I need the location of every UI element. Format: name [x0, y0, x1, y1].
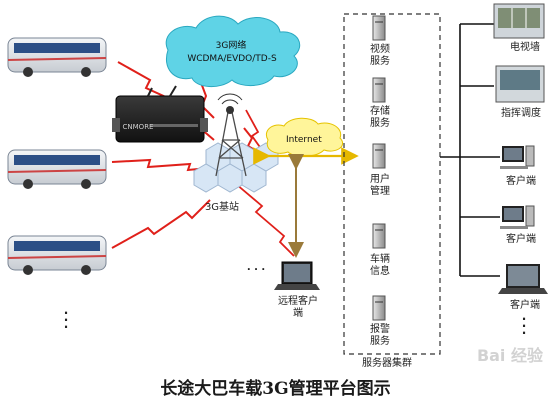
- endpoint-label-dispatch: 指挥调度: [501, 108, 541, 119]
- remote-dots: . . .: [246, 262, 266, 273]
- server-label-vehicle: 车辆 信息: [370, 254, 390, 277]
- client-more-dots: · · ·: [521, 312, 527, 340]
- bus-2: [7, 149, 107, 189]
- device-brand: CNMORE: [122, 123, 154, 131]
- remote-client-laptop: [274, 261, 320, 290]
- server-icons: [372, 15, 386, 321]
- server-label-video: 视频 服务: [370, 44, 390, 67]
- client-laptop-icon: [498, 264, 548, 294]
- client-computer-icon: [500, 205, 535, 229]
- server-label-storage: 存储 服务: [370, 106, 390, 129]
- endpoint-label-client-1: 客户端: [506, 176, 536, 187]
- endpoint-label-tv-wall: 电视墙: [510, 42, 540, 53]
- remote-links: [235, 109, 295, 257]
- server-cluster-label: 服务器集群: [362, 358, 412, 369]
- base-station-label: 3G基站: [204, 202, 240, 213]
- 3g-network-cloud: [165, 15, 301, 87]
- endpoint-label-client-2: 客户端: [506, 234, 536, 245]
- base-station: [193, 93, 279, 193]
- endpoint-label-client-3: 客户端: [510, 300, 540, 311]
- internet-label: Internet: [286, 135, 322, 145]
- bus-more-dots: · · ·: [63, 306, 69, 334]
- bus-3: [7, 235, 107, 275]
- client-computer-icon: [500, 145, 535, 169]
- server-cluster-box: [343, 13, 441, 355]
- remote-client-label: 远程客户 端: [278, 296, 318, 319]
- bus-1: [7, 37, 107, 77]
- server-label-user: 用户 管理: [370, 174, 390, 197]
- cloud-title: 3G网络: [215, 41, 247, 51]
- tv-wall-icon: [493, 3, 545, 39]
- diagram-caption: 长途大巴车载3G管理平台图示: [160, 379, 391, 399]
- command-dispatch-icon: [495, 65, 545, 103]
- cnmore-device: [112, 85, 208, 143]
- cloud-subtitle: WCDMA/EVDO/TD-S: [187, 54, 277, 64]
- server-to-clients-bus: [440, 23, 500, 277]
- watermark: Bai 经验: [476, 346, 543, 365]
- server-label-alarm: 报警 服务: [370, 324, 390, 347]
